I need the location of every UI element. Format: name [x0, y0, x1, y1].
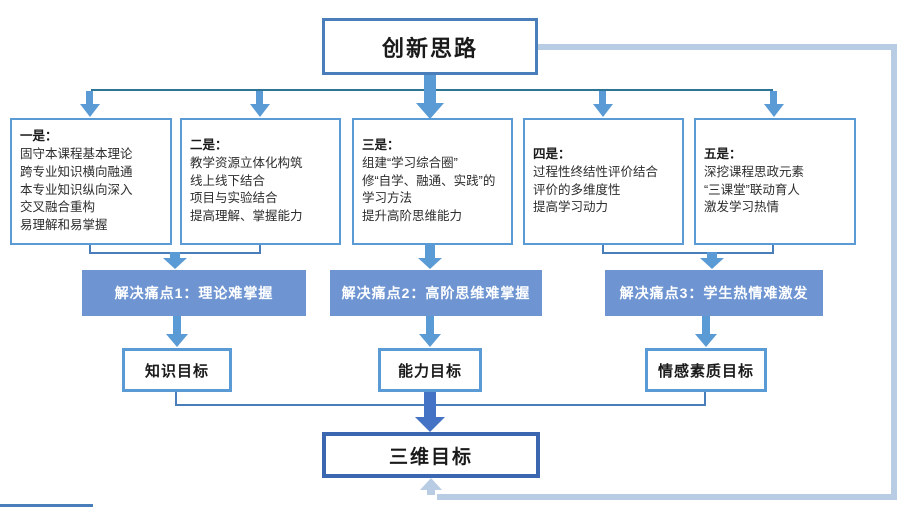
bottom-left-line [0, 504, 93, 507]
strategy-4-line: 提高学习动力 [533, 200, 609, 215]
final-arrow-shaft [424, 392, 436, 418]
drop-arrow-2-head-icon [250, 104, 270, 117]
goal-ability-label: 能力目标 [397, 362, 462, 380]
node-title-label: 创新思路 [381, 35, 478, 61]
final-merge-drop-left [175, 392, 177, 406]
strategy-2-heading: 二是： [190, 138, 228, 153]
node-goal-emotion: 情感素质目标 [645, 348, 767, 392]
final-merge-drop-right [704, 392, 706, 406]
strategy-1-line: 跨专业知识横向融通 [20, 164, 133, 179]
goal-arrow-3-head-icon [695, 334, 717, 347]
merge-left-arrow-head-icon [163, 258, 187, 269]
merge-left-drop-b [259, 245, 261, 254]
node-goal-knowledge: 知识目标 [122, 348, 232, 392]
pain-2-label: 解决痛点2：高阶思维难掌握 [341, 285, 531, 301]
goal-arrow-2-shaft [426, 316, 434, 335]
strategy-2-line: 线上线下结合 [190, 173, 266, 188]
merge-left-arrow-shaft [170, 252, 180, 259]
node-final-goal: 三维目标 [322, 432, 540, 478]
feedback-line-top [538, 44, 897, 50]
merge-right-drop-a [602, 245, 604, 254]
strategy-1-line: 固守本课程基本理论 [20, 147, 133, 161]
goal-emotion-label: 情感素质目标 [657, 362, 754, 380]
final-arrow-head-icon [415, 417, 445, 432]
node-strategy-2: 二是： 教学资源立体化构筑 线上线下结合 项目与实验结合 提高理解、掌握能力 [180, 118, 341, 245]
strategy-3-heading: 三是： [362, 138, 400, 153]
strategy-1-heading: 一是： [20, 129, 58, 144]
drop-arrow-4-shaft [599, 91, 606, 105]
merge-mid-arrow-shaft [425, 245, 435, 259]
strategy-4-line: 过程性终结性评价结合 [533, 164, 659, 179]
strategy-1-line: 本专业知识纵向深入 [20, 182, 133, 197]
merge-left-drop-a [89, 245, 91, 254]
final-goal-label: 三维目标 [388, 446, 473, 468]
pain-3-label: 解决痛点3：学生热情难激发 [619, 285, 809, 301]
drop-arrow-2-shaft [256, 91, 263, 105]
feedback-arrow-up-icon [420, 478, 442, 490]
strategy-5-heading: 五是： [704, 147, 742, 161]
drop-arrow-1-head-icon [80, 104, 100, 117]
drop-arrow-5-head-icon [764, 104, 784, 117]
node-title: 创新思路 [322, 18, 538, 75]
pain-1-label: 解决痛点1：理论难掌握 [114, 285, 274, 301]
node-strategy-4: 四是： 过程性终结性评价结合 评价的多维度性 提高学习动力 [523, 118, 684, 245]
merge-mid-arrow-head-icon [418, 258, 442, 269]
feedback-line-right [891, 44, 897, 500]
strategy-3-line: 组建“学习综合圈” [362, 155, 458, 170]
node-pain-1: 解决痛点1：理论难掌握 [82, 270, 306, 316]
strategy-5-line: 激发学习热情 [704, 200, 780, 215]
goal-arrow-2-head-icon [419, 334, 441, 347]
node-strategy-3: 三是： 组建“学习综合圈” 修“自学、融通、实践”的学习方法 提升高阶思维能力 [352, 118, 513, 245]
feedback-line-bottom [437, 494, 897, 500]
final-merge-bar [175, 404, 706, 406]
title-arrow-head-icon [416, 103, 444, 119]
goal-arrow-1-shaft [173, 316, 181, 335]
goal-arrow-1-head-icon [166, 334, 188, 347]
strategy-4-line: 评价的多维度性 [533, 182, 621, 197]
strategy-3-line: 修“自学、融通、实践”的学习方法 [362, 173, 496, 206]
title-arrow-shaft [424, 75, 436, 104]
merge-right-bar [602, 252, 774, 254]
drop-arrow-5-shaft [770, 91, 777, 105]
strategy-2-line: 教学资源立体化构筑 [190, 155, 303, 170]
strategy-4-heading: 四是： [533, 147, 571, 161]
strategy-2-line: 项目与实验结合 [190, 191, 278, 206]
feedback-arrow-shaft [427, 489, 435, 495]
node-strategy-5: 五是： 深挖课程思政元素 “三课堂”联动育人 激发学习热情 [694, 118, 856, 245]
strategy-1-line: 易理解和易掌握 [20, 218, 108, 232]
goal-knowledge-label: 知识目标 [144, 362, 209, 380]
goal-arrow-3-shaft [702, 316, 710, 335]
node-goal-ability: 能力目标 [378, 348, 482, 392]
node-strategy-1: 一是： 固守本课程基本理论 跨专业知识横向融通 本专业知识纵向深入 交叉融合重构… [10, 118, 172, 245]
strategy-2-line: 提高理解、掌握能力 [190, 209, 303, 224]
node-pain-3: 解决痛点3：学生热情难激发 [605, 270, 823, 316]
merge-right-drop-b [772, 245, 774, 254]
merge-right-arrow-head-icon [700, 258, 724, 269]
strategy-3-line: 提升高阶思维能力 [362, 209, 463, 224]
strategy-1-line: 交叉融合重构 [20, 200, 96, 215]
merge-right-arrow-shaft [707, 252, 717, 259]
drop-arrow-1-shaft [86, 91, 93, 105]
strategy-5-line: “三课堂”联动育人 [704, 182, 800, 197]
node-pain-2: 解决痛点2：高阶思维难掌握 [330, 270, 542, 316]
strategy-5-line: 深挖课程思政元素 [704, 164, 805, 179]
drop-arrow-4-head-icon [593, 104, 613, 117]
